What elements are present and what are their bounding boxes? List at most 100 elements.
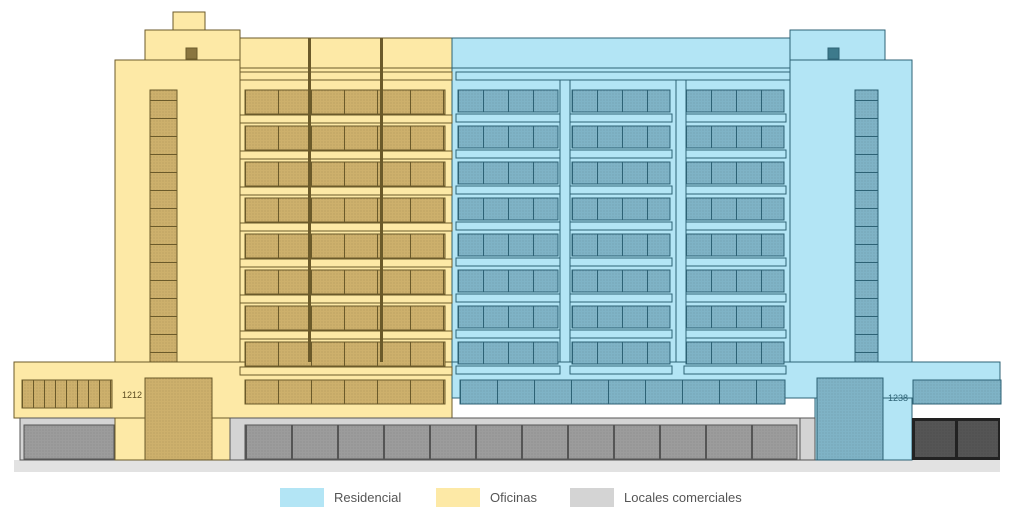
residential-balcony xyxy=(569,329,673,339)
residential-pilaster xyxy=(675,79,687,363)
office-mullion xyxy=(443,306,444,330)
residential-mullion xyxy=(508,306,509,328)
residential-mullion xyxy=(736,234,737,256)
shop-mullion xyxy=(659,425,661,459)
podium-mullion xyxy=(497,380,498,404)
residential-mullion xyxy=(572,270,573,292)
office-mullion xyxy=(278,270,279,294)
residential-mullion xyxy=(622,342,623,364)
office-mullion xyxy=(344,342,345,366)
office-mullion xyxy=(377,126,378,150)
residential-window-row xyxy=(572,162,670,184)
strip-mullion xyxy=(150,208,177,209)
strip-mullion xyxy=(150,262,177,263)
residential-balcony xyxy=(683,257,787,267)
shop-mullion xyxy=(751,425,753,459)
residential-top-rail xyxy=(455,71,791,81)
residential-lobby-entrance xyxy=(817,378,883,460)
office-mullion xyxy=(278,342,279,366)
shop-mullion xyxy=(291,425,293,459)
shop-mullion xyxy=(383,425,385,459)
office-balcony-rail xyxy=(239,330,453,340)
podium-mullion xyxy=(245,380,246,404)
residential-mullion xyxy=(761,270,762,292)
office-balcony-rail xyxy=(239,294,453,304)
residential-mullion xyxy=(533,162,534,184)
residential-mullion xyxy=(508,198,509,220)
strip-mullion xyxy=(150,316,177,317)
garage-panel xyxy=(958,421,998,457)
residential-mullion xyxy=(572,126,573,148)
office-mullion xyxy=(344,306,345,330)
strip-mullion xyxy=(150,136,177,137)
residential-parapet xyxy=(451,37,791,69)
strip-mullion xyxy=(855,262,878,263)
residential-balcony xyxy=(569,293,673,303)
residential-window-row xyxy=(686,234,784,256)
podium-mullion xyxy=(410,380,411,404)
residential-mullion xyxy=(458,126,459,148)
residential-pilaster xyxy=(559,79,571,363)
strip-mullion xyxy=(855,208,878,209)
office-mullion xyxy=(344,126,345,150)
office-mullion xyxy=(377,306,378,330)
residential-mullion xyxy=(711,90,712,112)
office-mullion xyxy=(443,90,444,114)
residential-mullion xyxy=(508,162,509,184)
office-mullion xyxy=(245,234,246,258)
office-mullion xyxy=(311,162,312,186)
office-balcony-rail xyxy=(239,186,453,196)
strip-mullion xyxy=(855,190,878,191)
residential-mullion xyxy=(458,306,459,328)
residential-balcony xyxy=(683,293,787,303)
residential-window-row xyxy=(572,342,670,364)
residential-window-row xyxy=(686,306,784,328)
residential-mullion xyxy=(597,270,598,292)
residential-mullion xyxy=(458,162,459,184)
strip-mullion xyxy=(150,100,177,101)
residential-mullion xyxy=(597,306,598,328)
residential-balcony xyxy=(569,185,673,195)
strip-mullion xyxy=(855,334,878,335)
podium-mullion xyxy=(719,380,720,404)
residential-mullion xyxy=(736,90,737,112)
residential-window-row xyxy=(686,198,784,220)
office-mullion xyxy=(410,270,411,294)
residential-mullion xyxy=(483,234,484,256)
residential-mullion xyxy=(647,126,648,148)
residential-mullion xyxy=(647,342,648,364)
residential-mullion xyxy=(508,234,509,256)
office-mullion xyxy=(278,306,279,330)
residential-mullion xyxy=(508,126,509,148)
office-mullion xyxy=(311,234,312,258)
residential-balcony xyxy=(683,149,787,159)
residential-mullion xyxy=(711,162,712,184)
residential-window-row xyxy=(686,126,784,148)
podium-mullion xyxy=(460,380,461,404)
legend: Residencial Oficinas Locales comerciales xyxy=(0,486,1024,508)
residential-balcony xyxy=(455,365,561,375)
residential-window-row xyxy=(572,234,670,256)
residential-mullion xyxy=(483,198,484,220)
office-mullion xyxy=(377,342,378,366)
office-mullion xyxy=(443,270,444,294)
residential-mullion xyxy=(508,90,509,112)
office-mullion xyxy=(410,234,411,258)
shop-mullion xyxy=(337,425,339,459)
residential-mullion xyxy=(483,270,484,292)
residential-mullion xyxy=(572,234,573,256)
residential-mullion xyxy=(597,198,598,220)
residential-mullion xyxy=(736,342,737,364)
residential-mullion xyxy=(572,162,573,184)
residential-mullion xyxy=(711,306,712,328)
office-mullion xyxy=(443,342,444,366)
office-chimney xyxy=(172,11,206,33)
office-mullion xyxy=(410,198,411,222)
residential-balcony xyxy=(683,329,787,339)
residential-mullion xyxy=(622,234,623,256)
strip-mullion xyxy=(855,244,878,245)
office-mullion xyxy=(377,198,378,222)
office-mullion xyxy=(443,126,444,150)
podium-mullion xyxy=(44,380,45,408)
strip-mullion xyxy=(855,226,878,227)
